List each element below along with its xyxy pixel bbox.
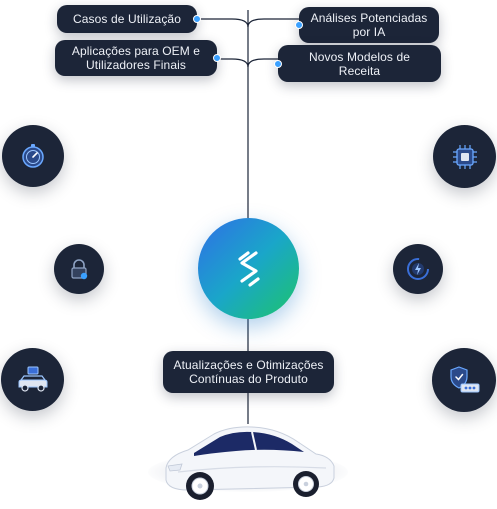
lock-circle bbox=[54, 244, 104, 294]
car-network-icon bbox=[18, 366, 47, 392]
central-hub-logo bbox=[198, 218, 299, 319]
security-shield-icon bbox=[450, 366, 480, 393]
car-network-circle bbox=[1, 348, 64, 411]
oem-apps-label-line1: Aplicações para OEM e bbox=[71, 44, 201, 58]
product-updates-label-line1: Atualizações e Otimizações bbox=[173, 358, 324, 372]
speed-gauge-circle bbox=[393, 244, 443, 294]
product-updates-label-line2: Contínuas do Produto bbox=[189, 372, 308, 386]
ai-analytics-label-line2: por IA bbox=[352, 25, 386, 39]
chip-circle bbox=[433, 125, 496, 188]
revenue-models-label-line1: Novos Modelos de bbox=[309, 49, 410, 64]
product-updates-pill: Atualizações e Otimizações Contínuas do … bbox=[163, 351, 334, 393]
connector-dot bbox=[213, 54, 221, 62]
revenue-models-pill: Novos Modelos de Receita bbox=[274, 45, 441, 82]
stopwatch-circle bbox=[2, 125, 64, 187]
speed-gauge-icon bbox=[407, 258, 429, 280]
use-cases-pill: Casos de Utilização bbox=[57, 5, 201, 33]
revenue-models-label-line2: Receita bbox=[338, 63, 381, 78]
ai-analytics-label-line1: Análises Potenciadas bbox=[310, 11, 428, 25]
oem-apps-label-line2: Utilizadores Finais bbox=[86, 58, 186, 72]
connector-dot bbox=[193, 15, 201, 23]
security-shield-circle bbox=[432, 348, 496, 412]
use-cases-label: Casos de Utilização bbox=[73, 12, 181, 26]
chip-icon bbox=[452, 144, 477, 169]
connector-dot bbox=[274, 59, 282, 68]
oem-apps-pill: Aplicações para OEM e Utilizadores Finai… bbox=[55, 40, 221, 76]
stopwatch-icon bbox=[22, 144, 44, 168]
connector-dot bbox=[295, 21, 303, 29]
s-logo-icon bbox=[237, 250, 260, 287]
lock-icon bbox=[71, 259, 88, 280]
ai-analytics-pill: Análises Potenciadas por IA bbox=[295, 7, 439, 43]
car-illustration bbox=[165, 426, 335, 500]
